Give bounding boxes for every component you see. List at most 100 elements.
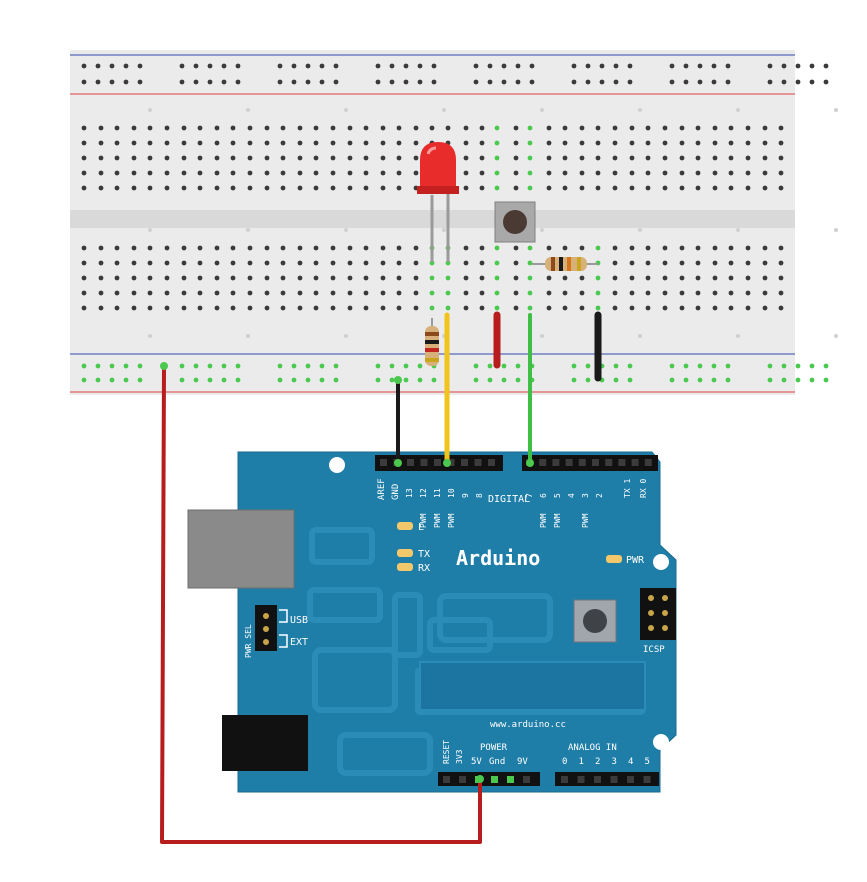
rail-hole: [781, 79, 787, 85]
digital-pin-label: RX 0: [639, 479, 648, 498]
breadboard-hole: [745, 170, 751, 176]
breadboard-marker: [246, 334, 250, 338]
rail-hole: [501, 63, 507, 69]
breadboard-hole: [629, 125, 635, 131]
breadboard-hole: [114, 245, 120, 251]
breadboard-hole: [612, 290, 618, 296]
label-digital-header: DIGITAL: [488, 494, 530, 505]
breadboard-hole: [546, 275, 552, 281]
breadboard-hole: [280, 125, 286, 131]
breadboard-hole: [197, 290, 203, 296]
breadboard-hole: [513, 260, 519, 266]
rail-hole: [823, 79, 829, 85]
breadboard-hole: [380, 125, 386, 131]
rail-hole: [305, 79, 311, 85]
breadboard-hole: [546, 155, 552, 161]
rail-hole: [501, 79, 507, 85]
breadboard-hole: [762, 275, 768, 281]
rail-hole: [109, 63, 115, 69]
rail-hole: [669, 377, 675, 383]
rail-hole: [501, 363, 507, 369]
breadboard-hole: [114, 260, 120, 266]
header-pin: [461, 459, 468, 466]
breadboard-hole: [363, 275, 369, 281]
header-pin: [631, 459, 639, 466]
breadboard-hole: [494, 170, 500, 176]
breadboard-hole: [728, 140, 734, 146]
breadboard-hole: [695, 260, 701, 266]
wire-ends: [160, 362, 534, 783]
rail-hole: [277, 377, 283, 383]
breadboard-marker: [148, 108, 152, 112]
led-rx-indicator: [397, 563, 413, 571]
breadboard-hole: [214, 140, 220, 146]
digital-pin-label: 3: [581, 493, 590, 498]
breadboard-hole: [562, 290, 568, 296]
breadboard-hole: [645, 125, 651, 131]
breadboard-hole: [712, 185, 718, 191]
breadboard-hole: [679, 260, 685, 266]
breadboard-hole: [612, 140, 618, 146]
pushbutton[interactable]: [494, 201, 536, 243]
breadboard-hole: [745, 185, 751, 191]
rail-hole: [389, 63, 395, 69]
rail-hole: [235, 377, 241, 383]
reset-button-cap[interactable]: [583, 609, 607, 633]
rail-hole: [81, 63, 87, 69]
rail-hole: [403, 377, 409, 383]
rail-hole: [697, 79, 703, 85]
breadboard-hole: [330, 260, 336, 266]
breadboard-hole: [413, 140, 419, 146]
header-pin: [627, 776, 634, 783]
breadboard-hole: [745, 290, 751, 296]
rail-hole: [767, 79, 773, 85]
breadboard-hole: [527, 170, 533, 176]
breadboard-hole: [147, 245, 153, 251]
breadboard-marker: [834, 228, 838, 232]
breadboard-hole: [330, 155, 336, 161]
breadboard-hole: [380, 140, 386, 146]
breadboard-hole: [280, 290, 286, 296]
breadboard-hole: [579, 275, 585, 281]
breadboard-hole: [297, 140, 303, 146]
rail-hole: [725, 377, 731, 383]
breadboard-hole: [164, 170, 170, 176]
breadboard-hole: [313, 140, 319, 146]
rail-hole: [389, 79, 395, 85]
rail-hole: [291, 377, 297, 383]
pwr-sel-jumper: [255, 605, 288, 651]
mounting-hole: [653, 734, 669, 750]
breadboard-hole: [396, 275, 402, 281]
usb-connector: [188, 510, 294, 588]
breadboard-hole: [131, 155, 137, 161]
breadboard-hole: [778, 245, 784, 251]
rail-hole: [333, 363, 339, 369]
breadboard-hole: [579, 305, 585, 311]
breadboard-hole: [181, 260, 187, 266]
rail-hole: [697, 63, 703, 69]
digital-header-pins: [380, 459, 652, 466]
button-resistor: [532, 257, 598, 271]
breadboard-hole: [728, 275, 734, 281]
breadboard-hole: [494, 260, 500, 266]
breadboard-marker: [736, 108, 740, 112]
breadboard-marker: [344, 108, 348, 112]
breadboard-hole: [645, 140, 651, 146]
breadboard-hole: [330, 185, 336, 191]
breadboard-hole: [313, 125, 319, 131]
breadboard-hole: [629, 170, 635, 176]
header-pin: [592, 459, 599, 466]
breadboard-hole: [562, 125, 568, 131]
breadboard-hole: [380, 260, 386, 266]
breadboard-hole: [347, 185, 353, 191]
breadboard-hole: [745, 275, 751, 281]
breadboard-hole: [679, 170, 685, 176]
breadboard-hole: [712, 290, 718, 296]
breadboard-marker: [834, 108, 838, 112]
breadboard-hole: [612, 170, 618, 176]
rail-hole: [221, 377, 227, 383]
breadboard-hole: [546, 305, 552, 311]
breadboard-hole: [313, 275, 319, 281]
rail-hole: [277, 63, 283, 69]
